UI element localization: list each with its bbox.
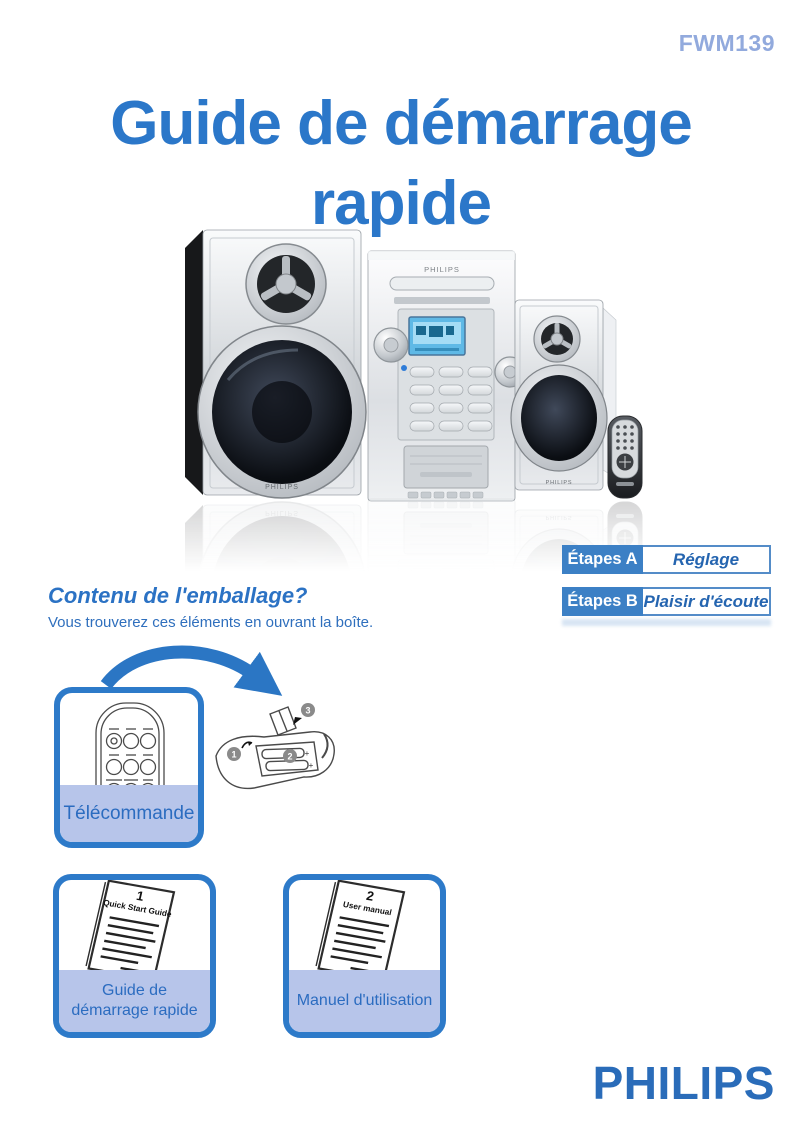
left-speaker-brand-label: PHILIPS (265, 484, 299, 491)
left-woofer (197, 325, 367, 499)
main-unit: PHILIPS (367, 250, 526, 502)
philips-logo: PHILIPS (592, 1057, 775, 1109)
left-tweeter (245, 243, 327, 325)
battery-step-1: 1 (231, 750, 236, 760)
battery-polarity-1: + (305, 749, 310, 758)
cassette-door (403, 445, 489, 489)
product-photo: PHILIPS PHILIPS (183, 229, 644, 592)
battery-polarity-2: + (309, 761, 314, 770)
remote-caption: Télécommande (60, 785, 198, 842)
page-title: Guide de démarrage rapide (0, 84, 802, 244)
quick-start-doc-number: 1 (135, 888, 146, 904)
right-tweeter (533, 315, 581, 363)
right-woofer (510, 364, 608, 472)
step-a-label: Étapes A (562, 545, 643, 574)
model-number: FWM139 (678, 30, 775, 56)
battery-insertion-diagram: + + 1 2 3 (215, 703, 335, 790)
power-led (401, 365, 407, 371)
lcd-display (408, 316, 466, 356)
manual-doc-icon: 2 User manual (315, 880, 406, 980)
volume-knob (373, 327, 409, 363)
battery-step-markers: 1 2 3 (227, 703, 315, 763)
package-item-manual: 2 User manual Manuel d'utilisation (283, 874, 446, 1038)
step-a-value: Réglage (643, 545, 771, 574)
badge-reflection (562, 619, 771, 626)
contents-subheading: Vous trouverez ces éléments en ouvrant l… (48, 614, 374, 631)
bottom-key-strip (407, 491, 484, 499)
contents-heading: Contenu de l'emballage? (48, 583, 308, 608)
control-buttons (409, 366, 493, 432)
manual-doc-number: 2 (365, 888, 376, 904)
remote-control-photo (607, 415, 643, 499)
step-badge-a: Étapes A Réglage (562, 545, 771, 574)
main-unit-brand-label: PHILIPS (424, 265, 460, 274)
curved-arrow-icon (100, 645, 283, 696)
step-badge-b: Étapes B Plaisir d'écoute (562, 587, 771, 616)
step-b-value: Plaisir d'écoute (643, 587, 771, 616)
package-item-remote: Télécommande (54, 687, 204, 848)
right-speaker-brand-label: PHILIPS (546, 480, 573, 486)
right-speaker: PHILIPS (510, 299, 617, 491)
manual-caption: Manuel d'utilisation (289, 970, 440, 1032)
battery-step-2: 2 (287, 752, 292, 762)
left-speaker: PHILIPS (185, 229, 367, 499)
cd-slot (389, 276, 495, 291)
quick-start-caption: Guide de démarrage rapide (59, 970, 210, 1032)
quick-start-doc-icon: 1 Quick Start Guide (85, 880, 176, 980)
step-b-label: Étapes B (562, 587, 643, 616)
page-title-line1: Guide de démarrage (110, 89, 693, 158)
battery-step-3: 3 (305, 706, 310, 716)
package-item-quick-start: 1 Quick Start Guide Guide de démarrage r… (53, 874, 216, 1038)
page-title-line2: rapide (310, 169, 492, 238)
